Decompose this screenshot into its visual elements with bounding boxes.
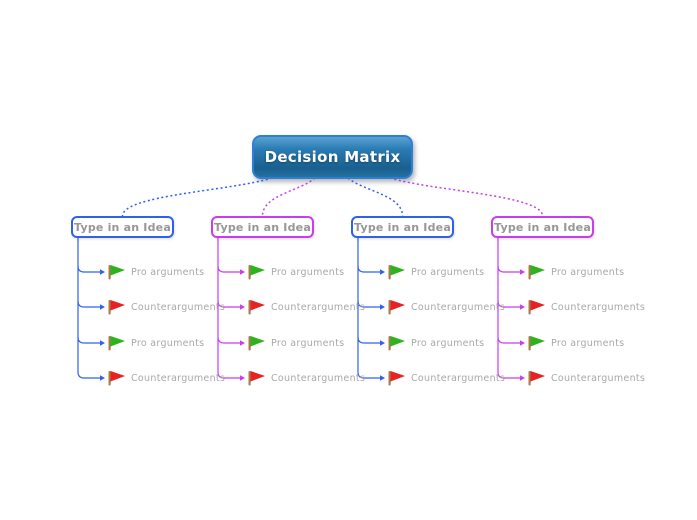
child-node-pro-arguments[interactable]: Pro arguments <box>527 263 624 281</box>
flag-icon-red <box>388 300 405 315</box>
child-node-label: Pro arguments <box>411 266 485 278</box>
flag-icon-green <box>248 336 265 351</box>
child-node-label: Pro arguments <box>551 337 625 349</box>
flag-icon-red <box>248 300 265 315</box>
child-node-label: Counterarguments <box>131 301 226 313</box>
child-node-label: Pro arguments <box>551 266 625 278</box>
flag-icon-green <box>528 265 545 280</box>
child-node-counterarguments[interactable]: Counterarguments <box>527 369 645 387</box>
child-node-label: Pro arguments <box>271 337 345 349</box>
child-node-pro-arguments[interactable]: Pro arguments <box>387 334 484 352</box>
child-node-label: Counterarguments <box>271 372 366 384</box>
child-node-pro-arguments[interactable]: Pro arguments <box>247 334 344 352</box>
child-node-label: Counterarguments <box>271 301 366 313</box>
child-node-counterarguments[interactable]: Counterarguments <box>247 298 365 316</box>
root-node[interactable]: Decision Matrix <box>252 135 413 179</box>
root-node-label: Decision Matrix <box>264 148 401 166</box>
child-node-pro-arguments[interactable]: Pro arguments <box>107 334 204 352</box>
child-node-label: Counterarguments <box>551 301 646 313</box>
child-node-counterarguments[interactable]: Counterarguments <box>107 369 225 387</box>
child-node-counterarguments[interactable]: Counterarguments <box>387 369 505 387</box>
flag-icon-red <box>388 371 405 386</box>
child-node-pro-arguments[interactable]: Pro arguments <box>527 334 624 352</box>
child-node-pro-arguments[interactable]: Pro arguments <box>247 263 344 281</box>
flag-icon-red <box>108 300 125 315</box>
child-node-label: Pro arguments <box>271 266 345 278</box>
branch-node-3[interactable]: Type in an Idea <box>351 216 454 238</box>
child-node-pro-arguments[interactable]: Pro arguments <box>387 263 484 281</box>
branch-node-4-label: Type in an Idea <box>494 220 591 234</box>
branch-node-1[interactable]: Type in an Idea <box>71 216 174 238</box>
child-node-label: Pro arguments <box>131 266 205 278</box>
child-node-label: Pro arguments <box>131 337 205 349</box>
child-node-counterarguments[interactable]: Counterarguments <box>527 298 645 316</box>
flag-icon-red <box>528 300 545 315</box>
flag-icon-red <box>108 371 125 386</box>
branch-node-2-label: Type in an Idea <box>214 220 311 234</box>
child-node-label: Counterarguments <box>131 372 226 384</box>
branch-node-1-label: Type in an Idea <box>74 220 171 234</box>
flag-icon-red <box>528 371 545 386</box>
branch-node-4[interactable]: Type in an Idea <box>491 216 594 238</box>
child-node-label: Pro arguments <box>411 337 485 349</box>
child-node-counterarguments[interactable]: Counterarguments <box>247 369 365 387</box>
flag-icon-green <box>108 265 125 280</box>
flag-icon-green <box>388 265 405 280</box>
flag-icon-red <box>248 371 265 386</box>
flag-icon-green <box>108 336 125 351</box>
branch-node-2[interactable]: Type in an Idea <box>211 216 314 238</box>
child-node-label: Counterarguments <box>411 301 506 313</box>
branch-node-3-label: Type in an Idea <box>354 220 451 234</box>
flag-icon-green <box>528 336 545 351</box>
child-node-label: Counterarguments <box>551 372 646 384</box>
child-node-counterarguments[interactable]: Counterarguments <box>107 298 225 316</box>
child-node-counterarguments[interactable]: Counterarguments <box>387 298 505 316</box>
flag-icon-green <box>248 265 265 280</box>
child-node-pro-arguments[interactable]: Pro arguments <box>107 263 204 281</box>
flag-icon-green <box>388 336 405 351</box>
child-node-label: Counterarguments <box>411 372 506 384</box>
